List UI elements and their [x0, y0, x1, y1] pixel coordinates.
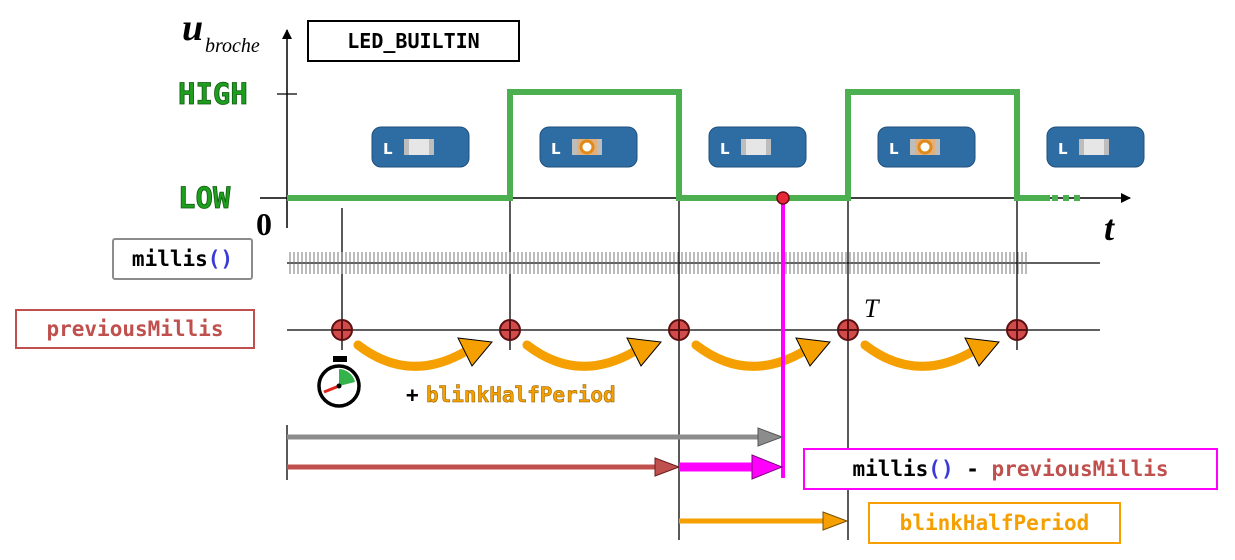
led-pads [572, 139, 602, 155]
half-period-box: blinkHalfPeriod [868, 502, 1121, 544]
led-chip [404, 139, 434, 155]
diff-millis-label: millis [852, 457, 929, 481]
led-builtin-label: LED_BUILTIN [347, 29, 480, 53]
millis-bar-head [757, 427, 784, 447]
y-axis-variable: u [182, 7, 203, 49]
previous-marker [331, 319, 353, 341]
previous-millis-label: previousMillis [46, 317, 224, 341]
x-axis-variable: t [1104, 208, 1115, 248]
previous-millis-box: previousMillis [15, 309, 255, 349]
led-chip [1079, 139, 1109, 155]
led-glow [579, 139, 595, 155]
led-letter: L [1058, 140, 1068, 158]
led-glow [917, 139, 933, 155]
increment-plus: + [406, 383, 419, 407]
increment-label: blinkHalfPeriod [426, 383, 616, 407]
led-board-off: L [371, 126, 470, 168]
diff-bar-head [751, 454, 784, 480]
led-letter: L [889, 140, 899, 158]
diff-parens: () [928, 457, 954, 481]
half-period-label: blinkHalfPeriod [899, 511, 1090, 535]
increment-arc-heads [457, 337, 1000, 367]
half-period-bar-head [822, 511, 849, 531]
previous-marker [837, 319, 859, 341]
stopwatch-icon [317, 356, 361, 408]
period-label: T [864, 294, 880, 323]
led-board-on: L [877, 126, 976, 168]
low-level-label: LOW [178, 181, 231, 215]
led-builtin-box: LED_BUILTIN [307, 20, 520, 62]
led-letter: L [551, 140, 561, 158]
led-pads [741, 139, 771, 155]
led-pads [910, 139, 940, 155]
led-board-on: L [539, 126, 638, 168]
millis-ticks [289, 252, 1027, 274]
previous-marker [499, 319, 521, 341]
increment-arcs [353, 340, 980, 371]
origin-label: 0 [256, 206, 272, 242]
millis-box: millis() [112, 238, 253, 280]
current-time-dot [776, 191, 790, 205]
previous-marker [668, 319, 690, 341]
previous-bar-head [654, 457, 681, 477]
diff-box: millis() - previousMillis [803, 448, 1218, 490]
y-axis-subscript: broche [205, 35, 260, 57]
led-pads [404, 139, 434, 155]
previous-markers [331, 319, 1028, 341]
millis-parens: () [207, 247, 234, 271]
diff-previous-label: previousMillis [991, 457, 1169, 481]
high-level-label: HIGH [178, 77, 248, 111]
previous-marker [1006, 319, 1028, 341]
led-letter: L [720, 140, 730, 158]
led-signal-waveform [287, 89, 1050, 201]
led-board-off: L [708, 126, 807, 168]
led-pads [1079, 139, 1109, 155]
led-letter: L [383, 140, 393, 158]
led-board-off: L [1046, 126, 1145, 168]
diff-operator: - [953, 457, 992, 481]
led-chip [741, 139, 771, 155]
millis-label: millis [131, 247, 208, 271]
